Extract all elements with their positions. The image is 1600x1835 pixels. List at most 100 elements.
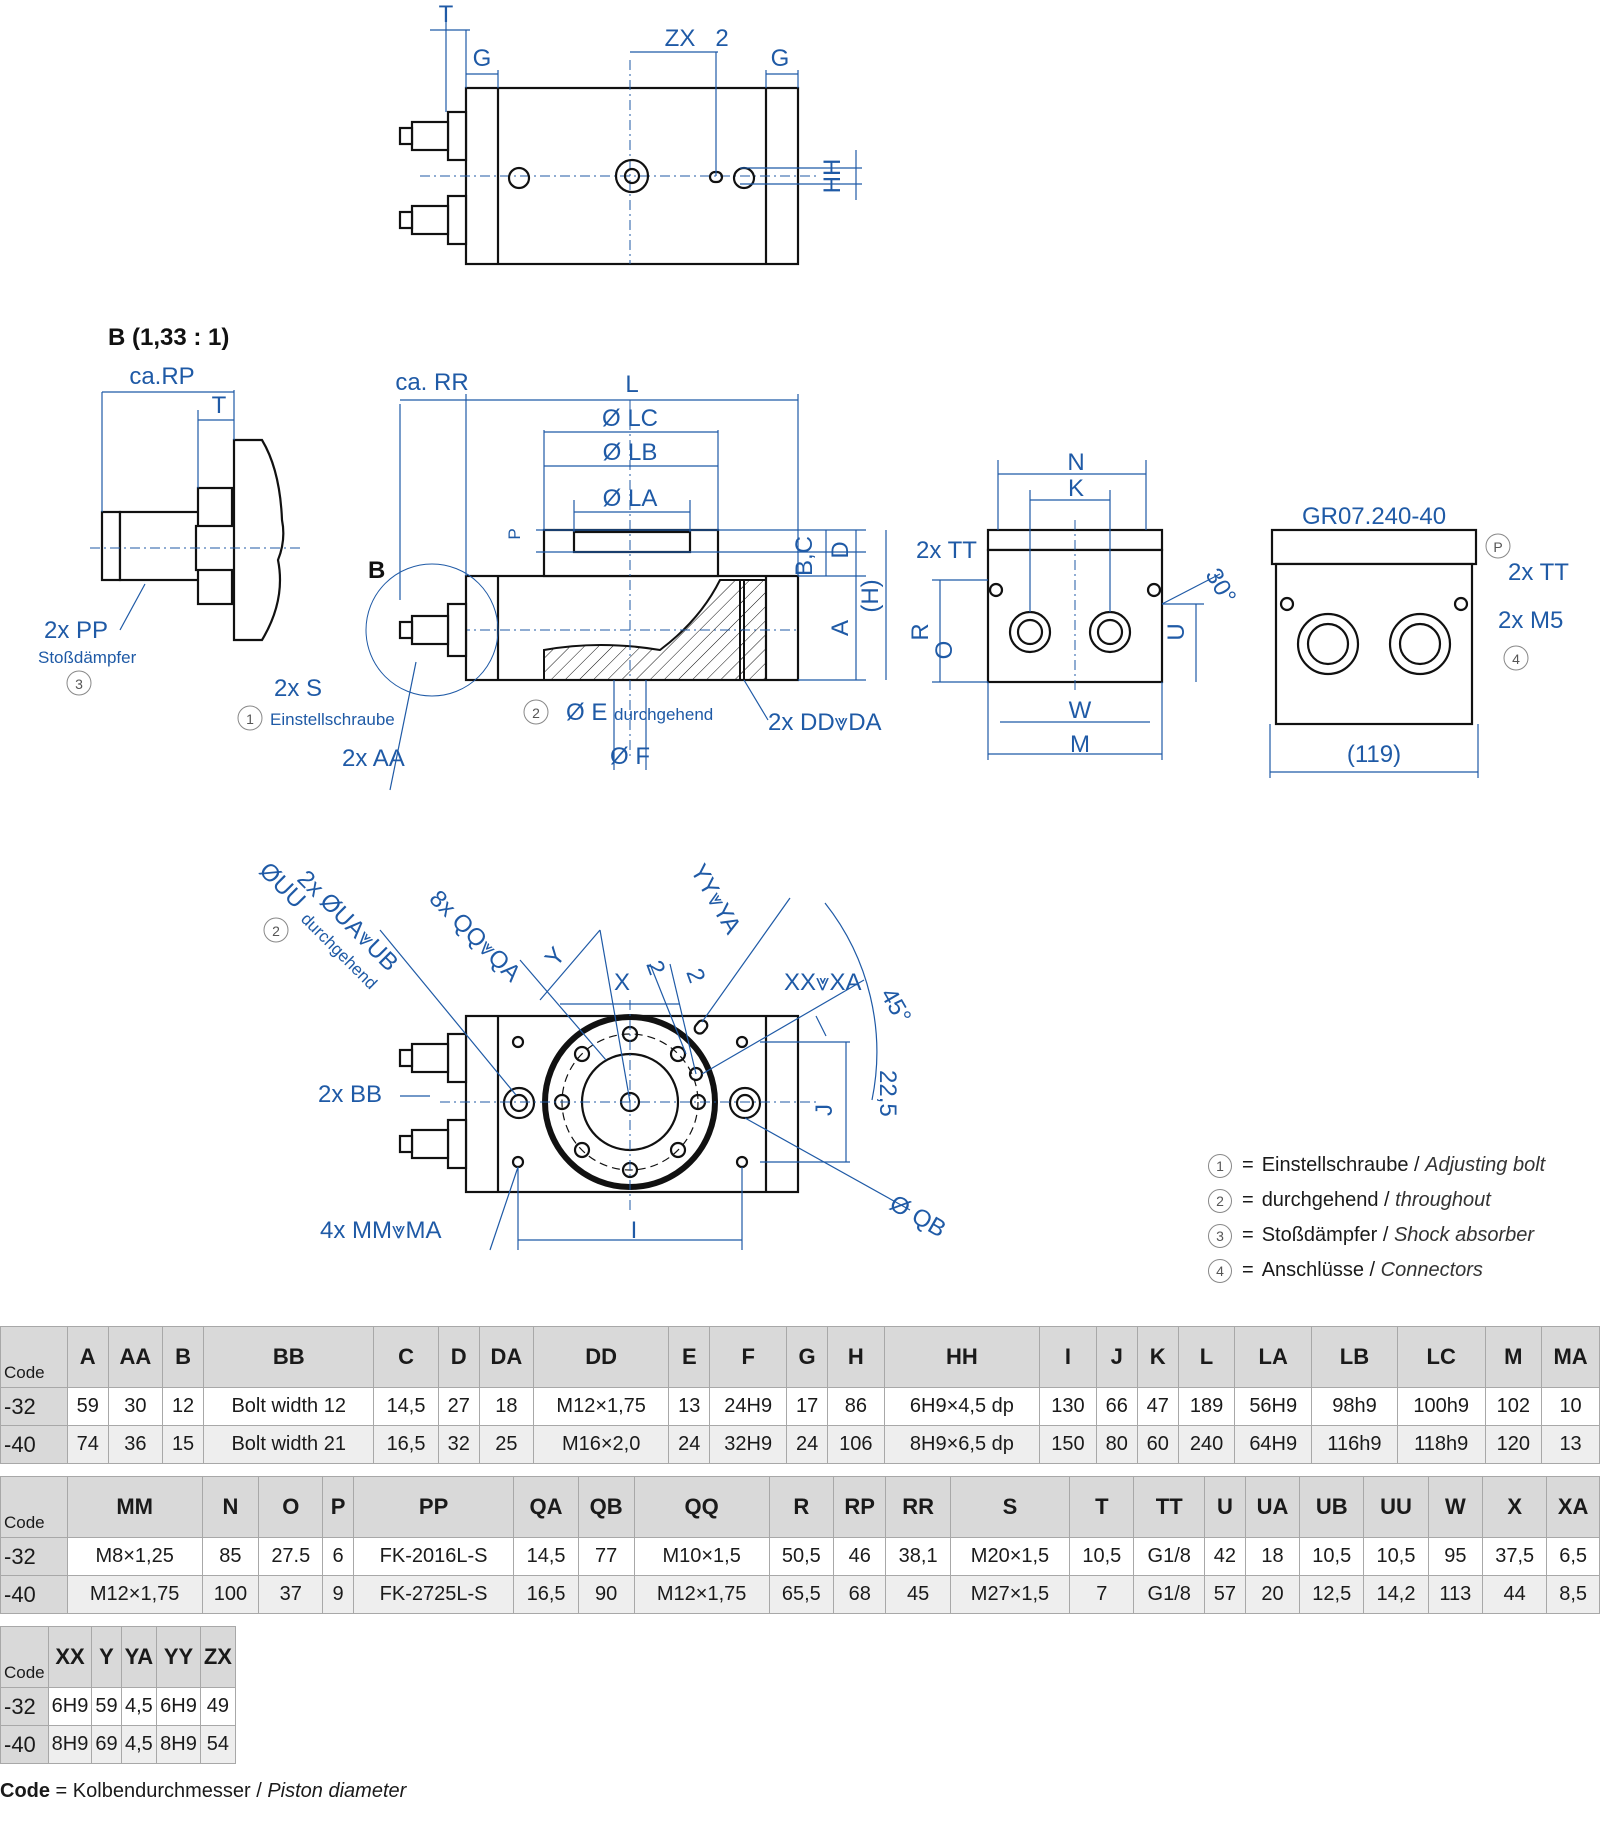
table-cell: 36 [107,1425,164,1464]
table-cell: 66 [1095,1387,1138,1426]
label-uu: ØUU [254,857,311,914]
column-header: RR [885,1476,951,1538]
circle-2-uu: 2 [272,923,280,939]
column-header: YA [120,1626,158,1688]
table-cell: G1/8 [1133,1537,1205,1576]
label-m5: 2x M5 [1498,607,1563,634]
row-code: -40 [0,1575,68,1614]
table-cell: 60 [1136,1425,1179,1464]
dim-hh: HH [819,159,846,194]
table-cell: 113 [1427,1575,1484,1614]
right-view: GR07.240-40 P 2x TT 2x M5 4 (119) [1269,503,1569,778]
table-cell: 24H9 [709,1387,788,1426]
column-header: LA [1234,1326,1313,1388]
dim-i: I [631,1217,638,1244]
table-cell: 13 [1541,1425,1600,1464]
dim-n: N [1067,449,1084,476]
legend-de: Stoßdämpfer [1261,1224,1378,1246]
table-cell: 32H9 [709,1425,788,1464]
table-cell: M16×2,0 [533,1425,670,1464]
table-cell: 49 [199,1687,236,1726]
table-cell: 56H9 [1234,1387,1313,1426]
table-cell: 6 [322,1537,354,1576]
dim-w: W [1069,697,1092,724]
table-cell: 64H9 [1234,1425,1313,1464]
side-view: N K 2x TT R O U 30° W M [907,449,1241,760]
label-mm: 4x MM⩔MA [320,1217,442,1244]
column-header: U [1203,1476,1246,1538]
table-cell: 8H9 [156,1725,201,1764]
dim-y: Y [540,942,571,972]
table-cell: 20 [1244,1575,1301,1614]
dim-ca-rr: ca. RR [395,369,468,396]
detail-b-view: B (1,33 : 1) ca.RP T 2x PP Stoßdämpfer 3 [38,324,300,696]
table-cell: 95 [1427,1537,1484,1576]
dim-lb: Ø LB [603,439,658,466]
table-cell: 46 [832,1537,887,1576]
column-header: Code [0,1476,68,1538]
circle-1-s: 1 [246,711,254,727]
table-cell: 102 [1484,1387,1543,1426]
label-pp-sub: Stoßdämpfer [38,648,137,667]
label-yy: YY⩔YA [685,860,746,939]
legend-item: 3= Stoßdämpfer / Shock absorber [1208,1218,1545,1253]
table-cell: 38,1 [885,1537,951,1576]
dim-lc: Ø LC [602,405,658,432]
table-cell: 116h9 [1311,1425,1398,1464]
table-cell: 6H9×4,5 dp [883,1387,1041,1426]
label-s: 2x S [274,675,322,702]
dim-119: (119) [1347,741,1401,768]
label-pp: 2x PP [44,617,108,644]
label-xx: XX⩔XA [784,969,862,996]
detail-ref-b: B [368,557,385,584]
dim-e: Ø E [566,699,607,726]
row-code: -32 [0,1537,68,1576]
dim-45: 45° [875,984,917,1029]
column-header: MA [1541,1326,1600,1388]
column-header: N [201,1476,260,1538]
table-cell: 12 [162,1387,205,1426]
dim-m: M [1070,731,1090,758]
dim-k: K [1068,475,1084,502]
footnote-de: Kolbendurchmesser [72,1780,251,1802]
legend-num: 4 [1208,1258,1232,1283]
dim-x: X [614,969,630,996]
column-header: PP [352,1476,515,1538]
table-cell: 42 [1203,1537,1246,1576]
table-cell: 59 [91,1687,122,1726]
bottom-view: 2x ØUA⩔UB ØUU durchgehend 2 8x QQ⩔QA YY⩔… [254,857,950,1251]
table-cell: 98h9 [1311,1387,1398,1426]
table-cell: M8×1,25 [66,1537,203,1576]
table-cell: 6H9 [156,1687,201,1726]
column-header: H [827,1326,885,1388]
dim-zx: ZX [665,25,696,52]
legend-en: throughout [1395,1189,1491,1211]
column-header: A [66,1326,109,1388]
dim-p: P [505,528,524,539]
table-cell: 10,5 [1069,1537,1135,1576]
circle-2-e: 2 [532,705,540,721]
row-code: -32 [0,1687,49,1726]
table-cell: FK-2016L-S [352,1537,515,1576]
dim-bc: B,C [791,536,818,576]
table-cell: 13 [668,1387,711,1426]
column-header: W [1427,1476,1484,1538]
table-cell: M12×1,75 [633,1575,770,1614]
table-cell: 45 [885,1575,951,1614]
table-cell: 100 [201,1575,260,1614]
table-cell: 90 [577,1575,635,1614]
label-tt-right: 2x TT [1508,559,1569,586]
table-cell: 47 [1136,1387,1179,1426]
column-header: J [1095,1326,1138,1388]
label-aa: 2x AA [342,745,405,772]
dim-x-2b: 2 [680,965,710,987]
column-header: O [258,1476,324,1538]
table-cell: 50,5 [768,1537,834,1576]
column-header: UA [1244,1476,1301,1538]
table-cell: 18 [1244,1537,1301,1576]
